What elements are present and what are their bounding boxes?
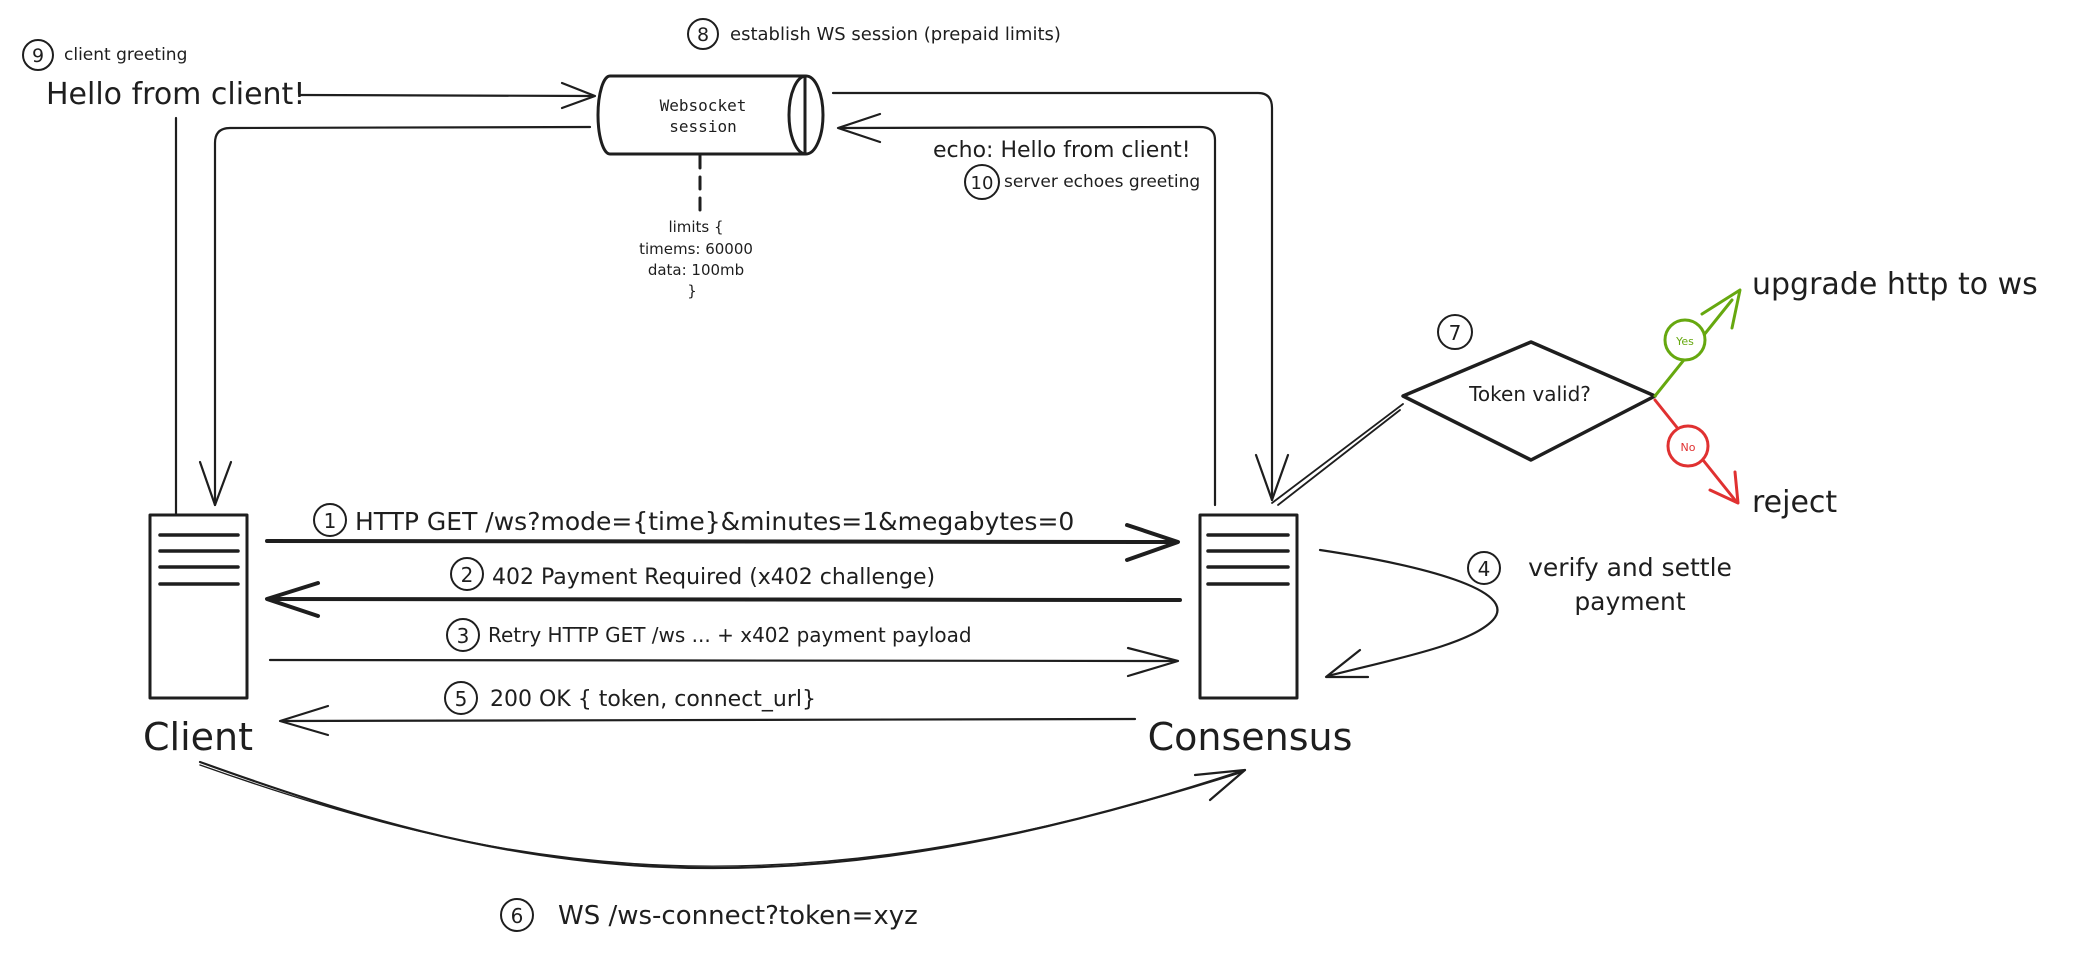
- arrow-step-1: [265, 523, 1180, 562]
- client-server-icon: [148, 513, 249, 700]
- step-1-badge: [313, 503, 347, 537]
- step-2-label: 402 Payment Required (x402 challenge): [492, 565, 935, 590]
- step-9-label: client greeting: [64, 45, 187, 65]
- step-8-label: establish WS session (prepaid limits): [730, 24, 1061, 45]
- arrow-client-greeting-to-ws: [298, 81, 597, 110]
- step-9-badge: [22, 39, 54, 71]
- step-10-number: 10: [971, 173, 994, 194]
- yes-badge: [1663, 318, 1707, 362]
- limits-line-1: limits {: [668, 218, 723, 236]
- arrow-step-4-self-loop: [1318, 548, 1499, 679]
- step-2-badge: [450, 557, 484, 591]
- step-2-number: 2: [461, 563, 474, 587]
- limits-line-2: timems: 60000: [639, 240, 753, 258]
- step-5-number: 5: [455, 687, 468, 711]
- step-1-number: 1: [324, 509, 337, 533]
- step-8-badge: [687, 18, 719, 50]
- no-badge: [1666, 424, 1710, 468]
- yes-target-label: upgrade http to ws: [1752, 267, 2038, 302]
- client-label: Client: [143, 715, 253, 759]
- step-8-number: 8: [697, 24, 709, 46]
- step-10-label: server echoes greeting: [1004, 172, 1200, 192]
- arrow-step-6-curve: [198, 760, 1247, 870]
- arrow-step-2: [265, 581, 1182, 618]
- websocket-session-label-line1: Websocket: [660, 96, 747, 115]
- step-6-number: 6: [511, 904, 524, 928]
- websocket-session-cylinder: [596, 74, 825, 156]
- limits-line-4: }: [687, 282, 697, 300]
- arrow-ws-to-client: [198, 125, 592, 507]
- decision-label: Token valid?: [1468, 382, 1591, 406]
- step-3-number: 3: [457, 624, 470, 648]
- arrow-step-3: [268, 646, 1180, 678]
- no-target-label: reject: [1752, 485, 1837, 520]
- arrow-ws-to-consensus: [831, 91, 1290, 502]
- step-6-label: WS /ws-connect?token=xyz: [558, 901, 918, 931]
- consensus-to-decision-line: [1271, 403, 1404, 506]
- step-5-label: 200 OK { token, connect_url}: [490, 687, 816, 712]
- step-1-label: HTTP GET /ws?mode={time}&minutes=1&megab…: [355, 507, 1074, 536]
- step-7-badge: [1437, 314, 1473, 350]
- step-6-badge: [500, 898, 534, 932]
- step-3-badge: [446, 618, 480, 652]
- consensus-label: Consensus: [1148, 715, 1353, 759]
- step-10-badge: [964, 164, 1000, 200]
- step-4-badge: [1467, 551, 1501, 585]
- step-7-number: 7: [1449, 321, 1462, 345]
- consensus-server-icon: [1198, 513, 1299, 700]
- limits-line-3: data: 100mb: [648, 261, 744, 279]
- step-5-badge: [444, 681, 478, 715]
- no-label: No: [1681, 441, 1696, 454]
- step-4-label-line1: verify and settle: [1528, 553, 1732, 582]
- step-4-label-line2: payment: [1574, 587, 1686, 616]
- client-greeting-message: Hello from client!: [46, 77, 305, 112]
- yes-label: Yes: [1675, 335, 1694, 348]
- arrow-consensus-echo-to-ws: [836, 112, 1217, 507]
- websocket-session-label-line2: session: [669, 117, 736, 136]
- step-4-number: 4: [1478, 557, 1491, 581]
- echo-message: echo: Hello from client!: [933, 138, 1191, 163]
- step-9-number: 9: [32, 45, 44, 67]
- arrow-step-5: [278, 704, 1137, 737]
- step-3-label: Retry HTTP GET /ws ... + x402 payment pa…: [488, 623, 972, 647]
